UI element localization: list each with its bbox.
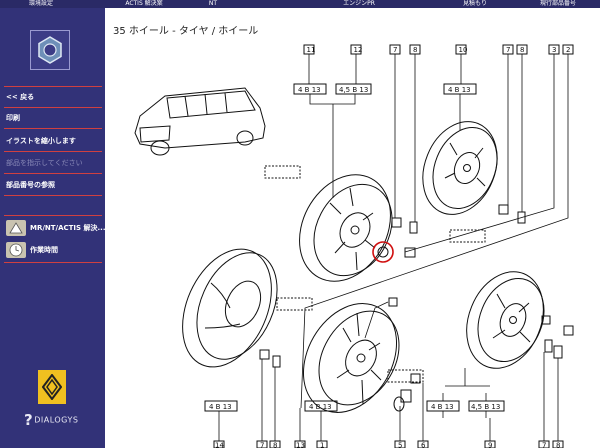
tab-nt[interactable]: NT bbox=[208, 0, 218, 7]
size-4b13-e: 4 B 13 bbox=[431, 403, 454, 411]
divider bbox=[4, 215, 102, 216]
wheel-exploded-diagram[interactable]: 11 12 7 8 10 7 8 3 2 4 B 13 4,5 B 13 4 B… bbox=[105, 8, 600, 448]
part-number-reference-link[interactable]: 部品番号の参照 bbox=[6, 181, 55, 189]
wheel-d[interactable] bbox=[285, 287, 416, 429]
bottom-reference-boxes bbox=[204, 400, 564, 448]
callout-labels: 11 12 7 8 10 7 8 3 2 4 B 13 4,5 B 13 4 B… bbox=[209, 46, 570, 448]
ref-7[interactable]: 7 bbox=[393, 46, 397, 54]
illustration-panel: 11 12 7 8 10 7 8 3 2 4 B 13 4,5 B 13 4 B… bbox=[105, 8, 600, 448]
hub-leader bbox=[364, 301, 389, 339]
document-icon bbox=[6, 220, 26, 236]
size-4b13-b: 4 B 13 bbox=[448, 86, 471, 94]
shrink-illustration-link[interactable]: イラストを縮小します bbox=[6, 137, 76, 145]
print-link[interactable]: 印刷 bbox=[6, 114, 20, 122]
tab-engine-pr[interactable]: エンジンPR bbox=[343, 0, 375, 7]
page-title: 35 ホイール - タイヤ / ホイール bbox=[113, 26, 259, 37]
highlighted-nut[interactable] bbox=[372, 241, 394, 263]
ref-8c[interactable]: 8 bbox=[273, 442, 277, 448]
clock-icon bbox=[6, 242, 26, 258]
ref-7d[interactable]: 7 bbox=[542, 442, 546, 448]
divider bbox=[4, 107, 102, 108]
tab-environment-settings[interactable]: 環境設定 bbox=[28, 0, 53, 7]
ref-3[interactable]: 3 bbox=[552, 46, 556, 54]
back-link[interactable]: << 戻る bbox=[6, 93, 35, 101]
wheel-b[interactable] bbox=[410, 110, 511, 225]
size-4b13-d: 4 B 13 bbox=[309, 403, 332, 411]
ref-7c[interactable]: 7 bbox=[260, 442, 264, 448]
ref-10[interactable]: 10 bbox=[459, 46, 468, 54]
ref-7b[interactable]: 7 bbox=[506, 46, 510, 54]
ref-8[interactable]: 8 bbox=[413, 46, 417, 54]
nuts-bolts[interactable] bbox=[259, 204, 574, 412]
wheel-a[interactable] bbox=[282, 159, 409, 297]
ref-5[interactable]: 5 bbox=[398, 442, 402, 448]
question-icon: ? bbox=[24, 411, 34, 429]
tab-current-part-number[interactable]: 現行部品番号 bbox=[539, 0, 576, 7]
mr-nt-actis-link[interactable]: MR/NT/ACTIS 解決... bbox=[6, 220, 106, 236]
tab-estimate[interactable]: 見積もり bbox=[462, 0, 487, 7]
divider bbox=[4, 195, 102, 196]
bottom-leader-lines bbox=[218, 352, 559, 441]
show-part-link[interactable]: 部品を指示してください bbox=[6, 159, 83, 167]
size-45b13-b: 4,5 B 13 bbox=[471, 403, 500, 411]
top-reference-boxes bbox=[293, 44, 574, 95]
wheel-c[interactable] bbox=[165, 235, 292, 381]
ref-12[interactable]: 12 bbox=[354, 46, 363, 54]
ref-8d[interactable]: 8 bbox=[556, 442, 560, 448]
size-45b13-a: 4,5 B 13 bbox=[339, 86, 368, 94]
tab-actis-solutions[interactable]: ACTIS 解決案 bbox=[125, 0, 163, 7]
divider bbox=[4, 151, 102, 152]
labor-time-link[interactable]: 作業時間 bbox=[6, 242, 58, 258]
divider bbox=[4, 86, 102, 87]
ref-14[interactable]: 14 bbox=[215, 442, 224, 448]
ref-1[interactable]: 1 bbox=[320, 442, 324, 448]
car-illustration bbox=[134, 87, 266, 156]
size-4b13-c: 4 B 13 bbox=[209, 403, 232, 411]
ref-2[interactable]: 2 bbox=[566, 46, 570, 54]
ref-6[interactable]: 6 bbox=[421, 442, 426, 448]
ref-9[interactable]: 9 bbox=[488, 442, 492, 448]
nut-logo-icon bbox=[30, 30, 70, 70]
divider bbox=[4, 128, 102, 129]
top-toolbar: 環境設定 ACTIS 解決案 NT エンジンPR 見積もり 現行部品番号 bbox=[0, 0, 600, 8]
mr-nt-actis-label: MR/NT/ACTIS 解決... bbox=[30, 224, 106, 232]
dialogys-brand: ?DIALOGYS bbox=[24, 411, 79, 429]
wheel-e[interactable] bbox=[453, 260, 557, 380]
top-leader-lines bbox=[300, 54, 569, 409]
divider bbox=[4, 173, 102, 174]
ref-8b[interactable]: 8 bbox=[520, 46, 524, 54]
size-4b13-a: 4 B 13 bbox=[298, 86, 321, 94]
divider bbox=[4, 262, 102, 263]
sidebar: << 戻る 印刷 イラストを縮小します 部品を指示してください 部品番号の参照 … bbox=[0, 8, 106, 448]
renault-logo-icon bbox=[38, 370, 66, 404]
labor-time-label: 作業時間 bbox=[30, 246, 58, 254]
ref-13[interactable]: 13 bbox=[296, 442, 305, 448]
ref-11[interactable]: 11 bbox=[307, 46, 316, 54]
